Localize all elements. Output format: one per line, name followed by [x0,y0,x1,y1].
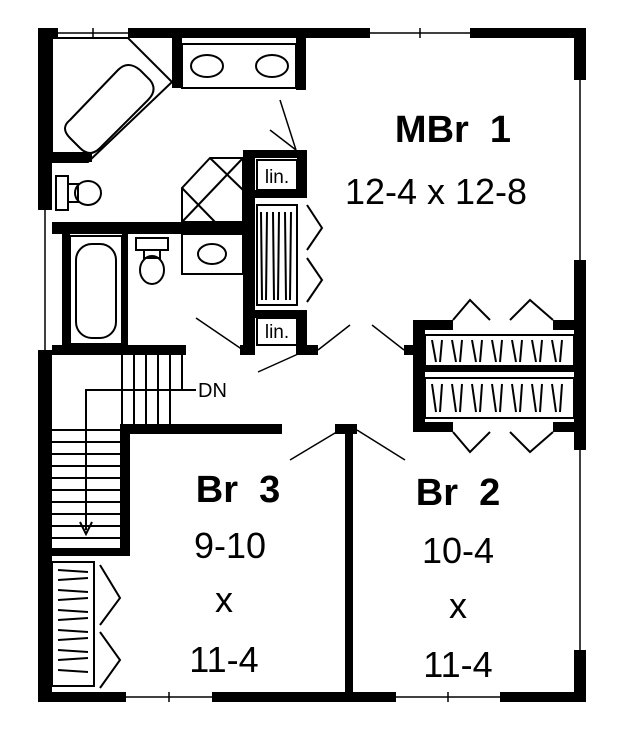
double-vanity [181,43,297,89]
br3-by: x [215,579,233,620]
linen-closet-lower [256,317,298,346]
door-swings [195,99,406,461]
mbr1-dims: 12-4 x 12-8 [345,171,527,212]
linen-label-upper: lin. [265,167,289,188]
hall-bath-tub [69,235,123,345]
right-closets [424,298,575,454]
interior-walls [52,38,574,694]
br3-name: Br 3 [196,469,280,511]
br3-dim2: 11-4 [189,639,258,680]
master-wardrobe [256,204,324,306]
sink-hall [181,233,244,275]
windows [38,28,586,702]
toilet-master [55,175,102,211]
br3-closet [51,561,122,689]
br2-dim2: 11-4 [423,644,492,685]
br2-name: Br 2 [416,472,500,514]
toilet-hall [135,237,169,285]
mbr1-name: MBr 1 [395,109,511,151]
stairs-down-label: DN [198,380,227,402]
br2-by: x [449,585,467,626]
stairs [52,355,196,539]
br2-dim1: 10-4 [422,530,494,571]
br3-dim1: 9-10 [194,525,266,566]
corner-shower [181,157,244,223]
linen-label-lower: lin. [265,322,289,343]
linen-closet-upper [256,159,298,191]
corner-tub [51,37,174,163]
